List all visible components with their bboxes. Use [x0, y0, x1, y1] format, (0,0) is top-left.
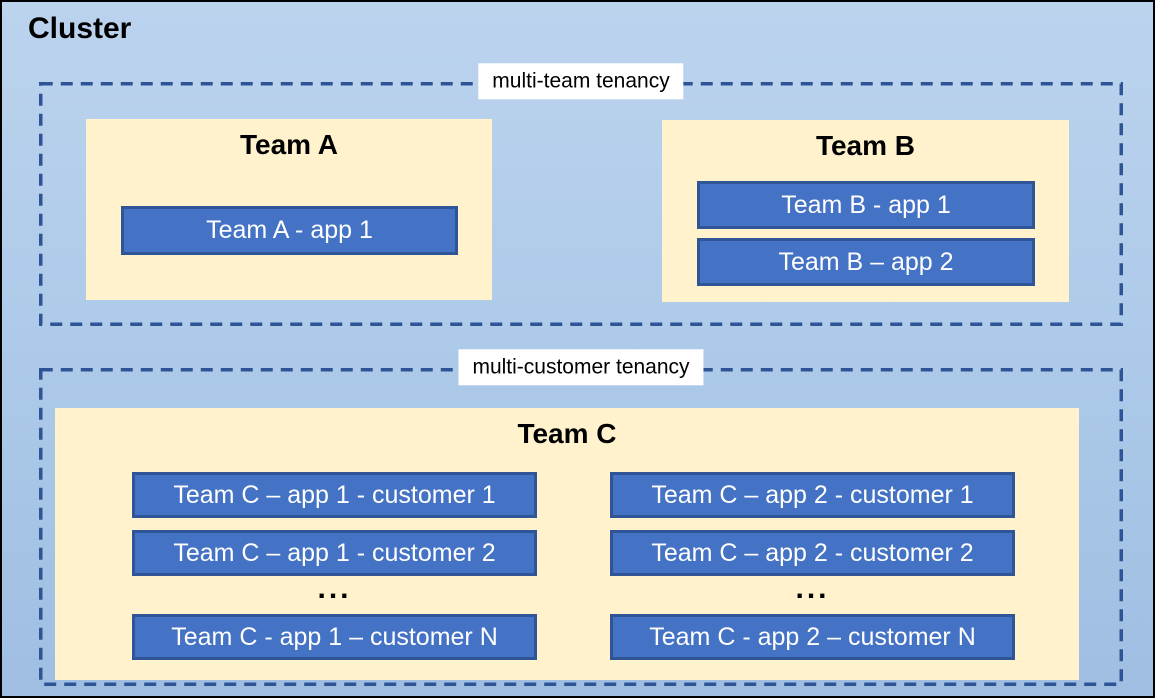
- team-b-title: Team B: [815, 130, 916, 161]
- team-c-panel: Team C Team C – app 1 - customer 1 Team …: [55, 408, 1079, 680]
- app-node-team-b-app-2: Team B – app 2: [697, 238, 1035, 286]
- app-node-team-c-app1-customer-n: Team C - app 1 – customer N: [132, 614, 537, 660]
- team-c-app2-column: Team C – app 2 - customer 1 Team C – app…: [610, 472, 1015, 666]
- multi-team-tenancy-label: multi-team tenancy: [478, 63, 684, 100]
- ellipsis: ...: [795, 572, 830, 605]
- team-c-app1-column: Team C – app 1 - customer 1 Team C – app…: [132, 472, 537, 666]
- multi-team-tenancy-zone: multi-team tenancy Team A Team A - app 1…: [39, 63, 1123, 326]
- app-node-team-b-app-1: Team B - app 1: [697, 181, 1035, 229]
- team-c-title: Team C: [517, 418, 617, 449]
- app-node-team-c-app2-customer-1: Team C – app 2 - customer 1: [610, 472, 1015, 518]
- app-node-team-c-app1-customer-2: Team C – app 1 - customer 2: [132, 530, 537, 576]
- team-a-title: Team A: [239, 129, 339, 160]
- multi-customer-tenancy-label: multi-customer tenancy: [458, 349, 704, 386]
- multi-customer-tenancy-zone: multi-customer tenancy Team C Team C – a…: [39, 349, 1123, 686]
- app-node-team-c-app1-customer-1: Team C – app 1 - customer 1: [132, 472, 537, 518]
- app-node-team-c-app2-customer-n: Team C - app 2 – customer N: [610, 614, 1015, 660]
- cluster-title: Cluster: [28, 12, 132, 45]
- team-b-panel: Team B Team B - app 1 Team B – app 2: [662, 120, 1069, 302]
- app-node-team-c-app2-customer-2: Team C – app 2 - customer 2: [610, 530, 1015, 576]
- team-a-panel: Team A Team A - app 1: [86, 119, 492, 300]
- ellipsis: ...: [317, 572, 352, 605]
- app-node-team-a-app-1: Team A - app 1: [121, 206, 458, 255]
